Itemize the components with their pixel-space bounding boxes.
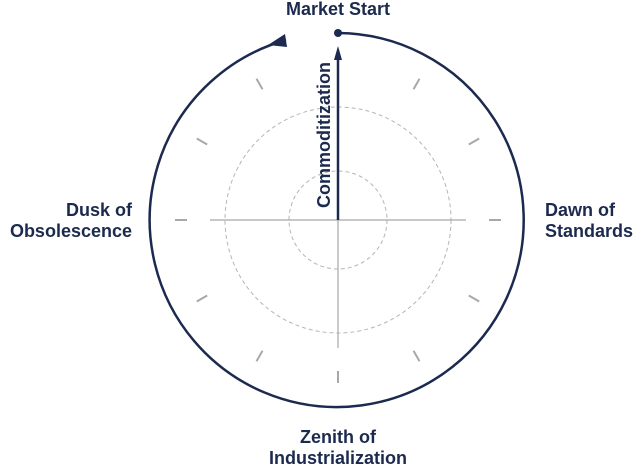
tick-mark xyxy=(196,294,208,303)
label-left-line2: Obsolescence xyxy=(9,221,132,241)
tick-mark xyxy=(412,78,421,90)
tick-mark xyxy=(255,78,264,90)
axis-label: Commoditization xyxy=(314,62,334,208)
label-market-start: Market Start xyxy=(0,0,640,20)
label-zenith-of-industrialization: Zenith of Industrialization xyxy=(0,427,640,469)
tick-marks xyxy=(175,78,501,383)
tick-mark xyxy=(412,350,421,362)
tick-mark xyxy=(468,294,480,303)
label-dawn-of-standards: Dawn of Standards xyxy=(545,200,633,242)
outer-cycle-arc xyxy=(148,31,525,409)
label-left-line1: Dusk of xyxy=(65,200,132,220)
tick-mark xyxy=(196,137,208,146)
tick-mark xyxy=(468,137,480,146)
label-bottom-line1: Zenith of xyxy=(300,427,376,447)
label-right-line1: Dawn of xyxy=(545,200,615,220)
market-start-dot xyxy=(334,29,342,37)
label-dusk-of-obsolescence: Dusk of Obsolescence xyxy=(10,200,132,242)
label-bottom-line2: Industrialization xyxy=(268,448,407,468)
tick-mark xyxy=(255,350,264,362)
label-market-start-text: Market Start xyxy=(285,0,391,19)
arc-arrowhead xyxy=(268,34,287,47)
commoditization-arrowhead xyxy=(334,46,342,60)
label-right-line2: Standards xyxy=(545,221,634,241)
